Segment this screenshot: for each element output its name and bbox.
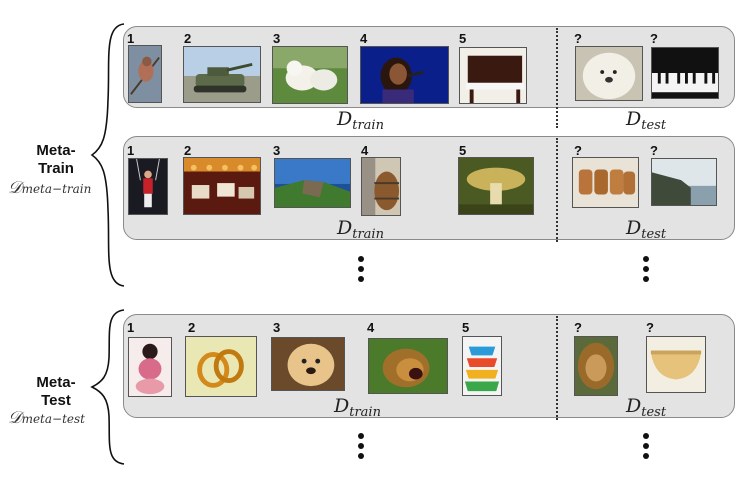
d-train-subscript: train [352, 227, 384, 242]
meta-train-title: Meta- Train [36, 142, 76, 177]
label-4: 4 [361, 143, 369, 158]
wooden-barrel-photo [361, 157, 401, 216]
query-label: ? [574, 31, 582, 46]
d-test-label-1: Dtest [626, 108, 667, 133]
meta-train-brace [90, 23, 125, 287]
d-test-label-3: Dtest [626, 395, 667, 420]
bird-on-branch-photo [128, 45, 162, 103]
query-label: ? [650, 31, 658, 46]
d-test-subscript: test [641, 118, 667, 133]
d-test-symbol: D [626, 217, 642, 239]
meta-test-subscript: meta−test [21, 412, 85, 426]
query-label: ? [650, 143, 658, 158]
label-1: 1 [127, 31, 135, 46]
dolls-figurine-photo [128, 337, 172, 397]
sea-cliffs-photo [651, 158, 717, 206]
roaring-lion-photo [368, 338, 448, 394]
mixing-bowl-photo [646, 336, 706, 393]
d-test-subscript: test [641, 227, 667, 242]
meta-train-subscript: meta−train [21, 182, 92, 196]
gymnast-on-rings-photo [128, 158, 168, 215]
label-5: 5 [459, 143, 467, 158]
d-train-symbol: D [337, 108, 353, 130]
label-1: 1 [127, 320, 135, 335]
label-3: 3 [273, 143, 281, 158]
lion-portrait-photo [574, 336, 618, 396]
coastal-cliff-photo [274, 158, 351, 208]
d-train-label-2: Dtrain [337, 217, 384, 242]
label-5: 5 [462, 320, 470, 335]
carousel-photo [183, 157, 261, 215]
army-tank-photo [183, 46, 261, 103]
meta-test-symbol: 𝒟 [8, 408, 22, 428]
d-test-symbol: D [626, 395, 642, 417]
d-train-label-3: Dtrain [334, 395, 381, 420]
query-label: ? [574, 320, 582, 335]
d-train-subscript: train [349, 405, 381, 420]
label-1: 1 [127, 143, 135, 158]
shaggy-white-dog-photo [575, 46, 643, 101]
white-dog-photo [272, 46, 348, 104]
more-tasks-ellipsis [643, 256, 649, 286]
train-test-divider-2 [556, 138, 558, 242]
singer-with-microphone-photo [360, 46, 449, 104]
label-4: 4 [367, 320, 375, 335]
d-test-label-2: Dtest [626, 217, 667, 242]
meta-test-title: Meta- Test [36, 374, 76, 409]
query-label: ? [646, 320, 654, 335]
meta-train-dataset-symbol: 𝒟meta−train [8, 178, 91, 198]
golden-retriever-photo [271, 337, 345, 391]
label-2: 2 [184, 31, 192, 46]
more-tasks-ellipsis [643, 433, 649, 463]
stacked-bowls-photo [462, 336, 502, 396]
d-train-subscript: train [352, 118, 384, 133]
d-test-symbol: D [626, 108, 642, 130]
piano-keyboard-photo [651, 47, 719, 99]
ring-coil-photo [185, 336, 257, 397]
label-3: 3 [273, 31, 281, 46]
label-2: 2 [188, 320, 196, 335]
label-3: 3 [273, 320, 281, 335]
query-label: ? [574, 143, 582, 158]
label-5: 5 [459, 31, 467, 46]
label-2: 2 [184, 143, 192, 158]
upright-piano-photo [459, 47, 527, 104]
d-train-symbol: D [334, 395, 350, 417]
meta-test-dataset-symbol: 𝒟meta−test [8, 408, 85, 428]
d-train-symbol: D [337, 217, 353, 239]
d-test-subscript: test [641, 405, 667, 420]
d-train-label-1: Dtrain [337, 108, 384, 133]
more-tasks-ellipsis [358, 256, 364, 286]
more-tasks-ellipsis [358, 433, 364, 463]
meta-test-brace [90, 309, 125, 465]
mushroom-photo [458, 157, 534, 215]
stacked-barrels-photo [572, 157, 639, 208]
train-test-divider-1 [556, 28, 558, 128]
meta-train-symbol: 𝒟 [8, 178, 22, 198]
label-4: 4 [360, 31, 368, 46]
train-test-divider-3 [556, 316, 558, 420]
